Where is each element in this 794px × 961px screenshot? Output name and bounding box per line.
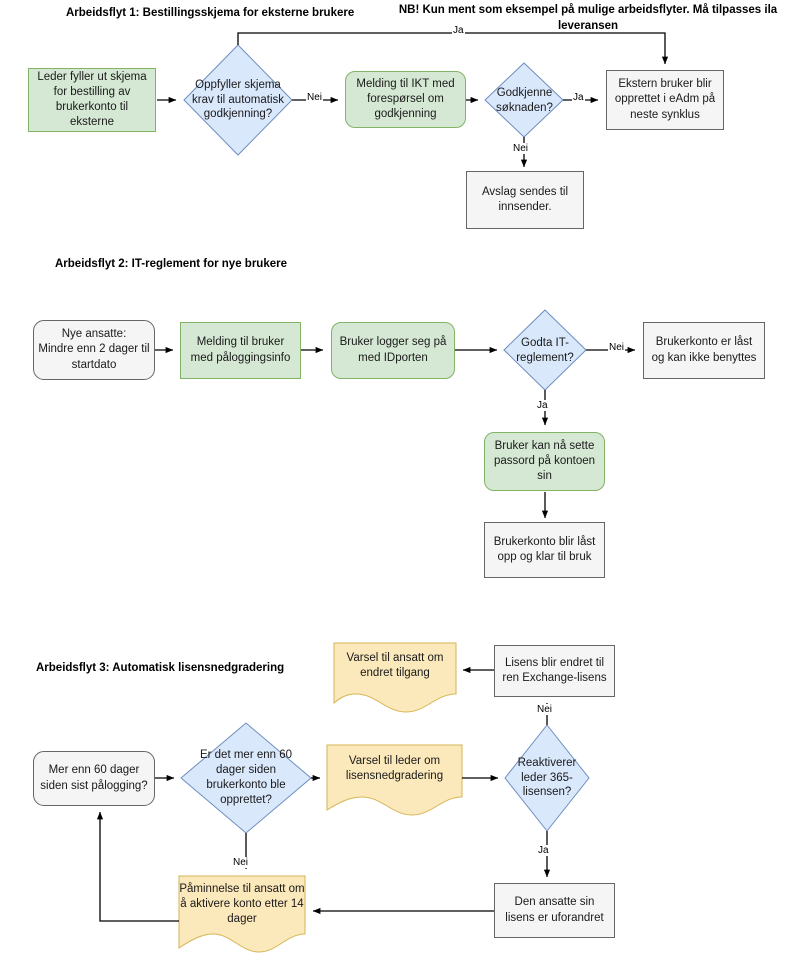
note-title: NB! Kun ment som eksempel på mulige arbe…: [398, 4, 778, 32]
node-f2n2[interactable]: Melding til bruker med påloggingsinfo: [180, 322, 301, 379]
node-f1n4[interactable]: [485, 63, 563, 137]
node-f3n4[interactable]: [505, 725, 589, 831]
flow-title-2: Arbeidsflyt 2: IT-reglement for nye bruk…: [55, 258, 287, 270]
edge-label-f1-ja: Ja: [572, 92, 585, 103]
node-f2n5[interactable]: Brukerkonto er låst og kan ikke benyttes: [643, 322, 765, 379]
edge-label-f2-ja: Ja: [536, 400, 549, 411]
edge-label-f3-ja: Ja: [537, 845, 550, 856]
node-f3n8[interactable]: [179, 876, 305, 946]
edge-label-f3-nei-down: Nei: [232, 857, 250, 868]
node-f3n3[interactable]: [327, 745, 462, 810]
edge-label-f2-nei: Nei: [608, 342, 626, 353]
node-f2n4[interactable]: [504, 310, 586, 390]
node-f1n5[interactable]: Ekstern bruker blir opprettet i eAdm på …: [606, 70, 724, 130]
edge-label-f1-nei-down: Nei: [512, 143, 530, 154]
node-f1n3[interactable]: Melding til IKT med forespørsel om godkj…: [345, 71, 466, 128]
node-f3n6[interactable]: [334, 643, 456, 705]
node-f2n6[interactable]: Bruker kan nå sette passord på kontoen s…: [484, 432, 605, 491]
edge-label-f1-ja-top: Ja: [452, 25, 465, 36]
node-f3n5[interactable]: Lisens blir endret til ren Exchange-lise…: [494, 645, 615, 697]
node-f1n6[interactable]: Avslag sendes til innsender.: [466, 171, 584, 229]
node-f1n1[interactable]: Leder fyller ut skjema for bestilling av…: [28, 68, 156, 132]
node-f2n7[interactable]: Brukerkonto blir låst opp og klar til br…: [484, 522, 605, 578]
flow-title-3: Arbeidsflyt 3: Automatisk lisensnedgrade…: [36, 662, 285, 674]
edge-f3n8-f3n1: [96, 811, 179, 922]
node-f2n3[interactable]: Bruker logger seg på med IDporten: [331, 322, 455, 379]
edge-label-f3-nei-up: Nei: [536, 704, 554, 715]
node-f3n2[interactable]: [181, 723, 311, 833]
edge-f1n2-f1n5-ja: [237, 32, 669, 65]
edge-label-f1-nei: Nei: [306, 92, 324, 103]
node-f1n2[interactable]: [184, 45, 292, 155]
node-f3n7[interactable]: Den ansatte sin lisens er uforandret: [494, 883, 615, 938]
node-f2n1[interactable]: Nye ansatte: Mindre enn 2 dager til star…: [33, 320, 155, 380]
flow-title-1: Arbeidsflyt 1: Bestillingsskjema for eks…: [66, 7, 355, 19]
node-f3n1[interactable]: Mer enn 60 dager siden sist pålogging?: [33, 751, 155, 806]
